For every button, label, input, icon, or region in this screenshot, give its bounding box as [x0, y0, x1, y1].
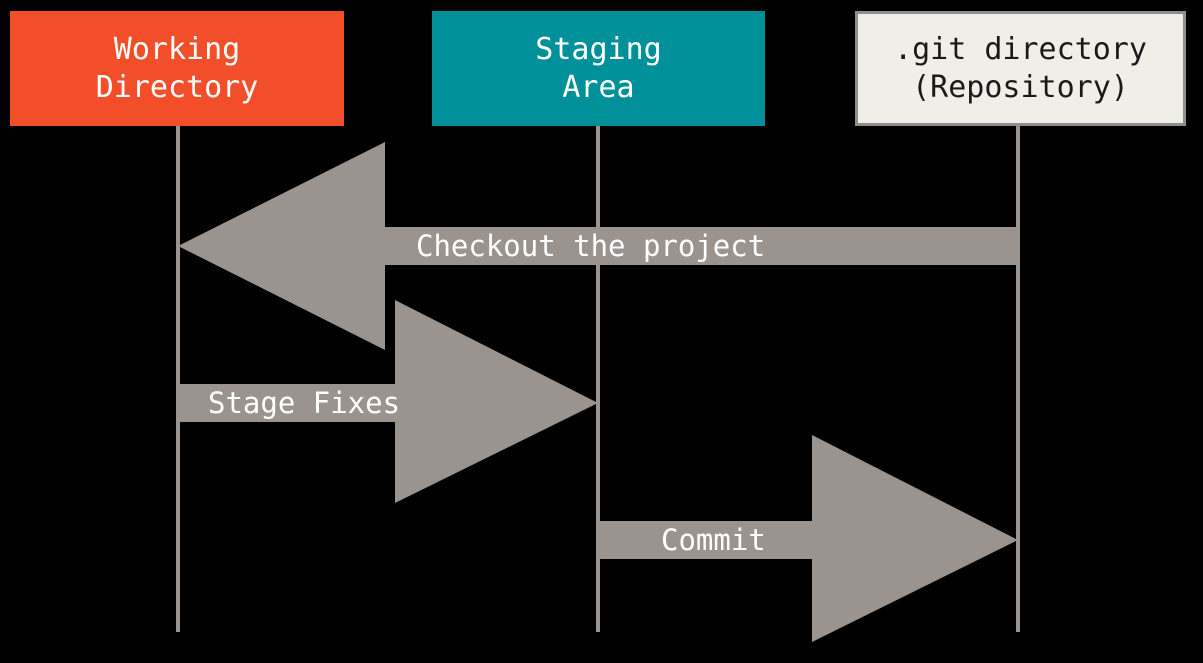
- node-staging-area: Staging Area: [432, 11, 765, 126]
- node-staging-area-label: Staging Area: [535, 32, 662, 105]
- arrow-label-checkout: Checkout the project: [416, 229, 766, 263]
- node-git-directory: .git directory (Repository): [855, 11, 1186, 126]
- node-working-directory-label: Working Directory: [95, 32, 259, 105]
- lifeline-git-directory: [1016, 126, 1020, 632]
- lifeline-staging-area: [596, 126, 600, 632]
- arrow-label-commit: Commit: [661, 523, 766, 557]
- arrow-label-stage-fixes: Stage Fixes: [208, 386, 401, 420]
- node-git-directory-label: .git directory (Repository): [894, 32, 1147, 105]
- node-working-directory: Working Directory: [10, 11, 344, 126]
- lifeline-working-directory: [176, 126, 180, 632]
